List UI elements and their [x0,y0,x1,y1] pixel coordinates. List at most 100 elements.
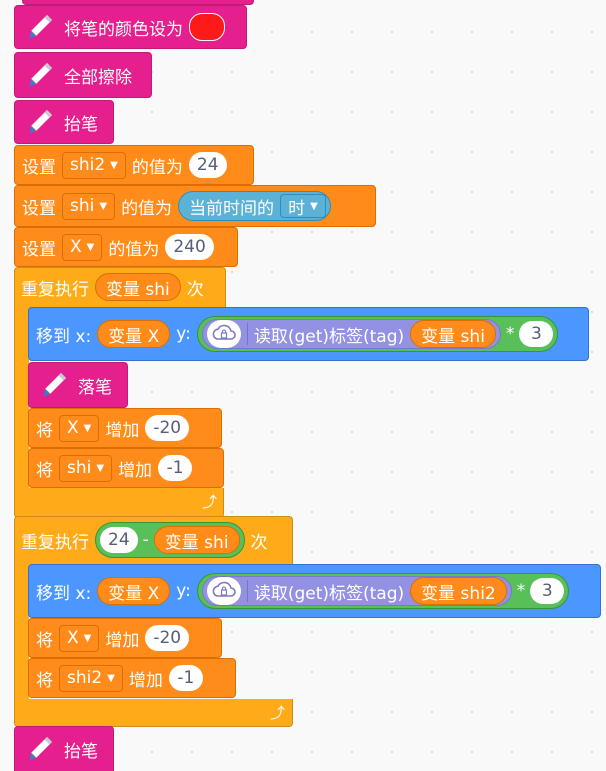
set-shi2-block[interactable]: 设置 shi2 ▼ 的值为 24 [14,145,254,185]
value-input[interactable]: -1 [158,455,193,481]
count-input[interactable]: 24 [100,527,138,553]
set-x-block[interactable]: 设置 X▼ 的值为 240 [14,227,238,267]
change-label: 将 [36,670,53,691]
multiply-operator[interactable]: 读取(get)标签(tag) 变量 shi2 * 3 [196,573,570,609]
variable-dropdown[interactable]: X▼ [59,624,100,652]
set-label: 设置 [22,239,56,260]
goto-x-label: 移到 x: [36,326,92,347]
time-unit-dropdown[interactable]: 时▼ [280,194,326,219]
separator [246,580,248,602]
pen-icon [22,57,58,93]
variable-dropdown[interactable]: X▼ [62,233,103,261]
value-input[interactable]: 24 [188,152,227,178]
change-label: 将 [36,630,53,651]
repeat2-row[interactable]: 重复执行 24 - 变量 shi 次 [14,516,274,564]
operator-symbol: * [505,324,515,344]
variable-dropdown[interactable]: shi2 ▼ [62,151,126,179]
by-label: 增加 [105,630,140,651]
pen-up-block[interactable]: 抬笔 [14,726,114,771]
times-label: 次 [186,279,204,300]
get-tag-label: 读取(get)标签(tag) [253,583,405,604]
loop-arrow-icon: ⤴ [202,493,218,511]
value-input[interactable]: -1 [168,665,203,691]
pen-icon [22,731,58,767]
operator-symbol: - [142,530,149,550]
tag-variable-reporter[interactable]: 变量 shi2 [410,577,507,605]
to-label: 的值为 [131,157,183,178]
dropdown-caret-icon: ▼ [96,462,105,474]
value-input[interactable]: -20 [145,625,190,651]
get-tag-reporter[interactable]: 读取(get)标签(tag) 变量 shi [201,319,501,349]
pen-icon [22,9,58,45]
repeat-label: 重复执行 [21,532,89,553]
variable-dropdown[interactable]: shi2 ▼ [59,664,123,692]
change-label: 将 [36,420,53,441]
time-unit: 时 [288,198,306,219]
pen-down-label: 落笔 [78,377,112,398]
set-pen-color-block[interactable]: 将笔的颜色设为 [14,5,247,49]
repeat-label: 重复执行 [21,279,89,300]
by-label: 增加 [128,670,163,691]
tag-variable-reporter[interactable]: 变量 shi [410,320,496,348]
variable-dropdown[interactable]: X▼ [59,414,100,442]
variable-dropdown[interactable]: shi ▼ [59,454,113,482]
repeat1-footer[interactable] [14,488,224,518]
get-tag-label: 读取(get)标签(tag) [253,326,405,347]
change-x-block[interactable]: 将 X▼ 增加 -20 [28,618,222,658]
repeat1-row[interactable]: 重复执行 变量 shi 次 [14,267,210,307]
count-variable-reporter[interactable]: 变量 shi [95,273,181,301]
change-x-block[interactable]: 将 X▼ 增加 -20 [28,408,222,448]
to-label: 的值为 [121,198,173,219]
set-shi-block[interactable]: 设置 shi▼ 的值为 当前时间的 时▼ [14,185,376,227]
current-time-reporter[interactable]: 当前时间的 时▼ [178,191,331,221]
to-label: 的值为 [108,239,160,260]
dropdown-caret-icon: ▼ [110,159,118,171]
pen-down-block[interactable]: 落笔 [28,362,128,408]
value-input[interactable]: -20 [145,415,190,441]
variable-name: shi2 [67,668,103,688]
repeat2-footer[interactable] [14,699,293,727]
factor-input[interactable]: 3 [519,321,554,347]
factor-input[interactable]: 3 [530,578,565,604]
goto-xy-block[interactable]: 移到 x: 变量 X y: 读取(get)标签(tag) 变量 shi2 * 3 [28,564,601,618]
goto-xy-block[interactable]: 移到 x: 变量 X y: 读取(get)标签(tag) 变量 shi * 3 [28,307,589,361]
variable-name: shi2 [70,155,106,175]
x-variable-reporter[interactable]: 变量 X [97,320,171,348]
by-label: 增加 [105,420,140,441]
get-tag-reporter[interactable]: 读取(get)标签(tag) 变量 shi2 [201,576,512,606]
by-label: 增加 [118,460,153,481]
pen-color-swatch[interactable] [189,13,225,41]
change-shi-block[interactable]: 将 shi▼ 增加 -1 [28,448,224,488]
y-label: y: [176,581,191,601]
count-variable-reporter[interactable]: 变量 shi [153,526,240,554]
multiply-operator[interactable]: 读取(get)标签(tag) 变量 shi * 3 [196,316,559,352]
value-input[interactable]: 240 [165,234,214,260]
dropdown-caret-icon: ▼ [99,200,108,212]
set-label: 设置 [22,157,56,178]
times-label: 次 [250,532,268,553]
change-shi2-block[interactable]: 将 shi2 ▼ 增加 -1 [28,658,236,698]
cloud-lock-icon [206,577,241,605]
pen-up-label: 抬笔 [64,114,98,135]
variable-name: X [67,628,79,648]
goto-x-label: 移到 x: [36,583,92,604]
variable-name: X [70,237,82,257]
x-variable-reporter[interactable]: 变量 X [97,577,171,605]
subtract-operator[interactable]: 24 - 变量 shi [95,522,245,558]
dropdown-caret-icon: ▼ [107,672,115,684]
pen-icon [36,367,72,403]
variable-name: shi [67,458,92,478]
y-label: y: [176,324,191,344]
pen-up-block[interactable]: 抬笔 [14,100,114,144]
repeat2-arm [14,564,29,699]
current-time-label: 当前时间的 [189,198,275,219]
operator-symbol: * [516,581,526,601]
variable-dropdown[interactable]: shi▼ [62,192,116,220]
block-top-edge [22,0,254,5]
set-label: 设置 [22,198,56,219]
loop-arrow-icon: ⤴ [270,704,286,722]
clear-block[interactable]: 全部擦除 [14,52,152,98]
set-pen-color-label: 将笔的颜色设为 [64,19,183,40]
pen-up-label: 抬笔 [64,741,98,762]
